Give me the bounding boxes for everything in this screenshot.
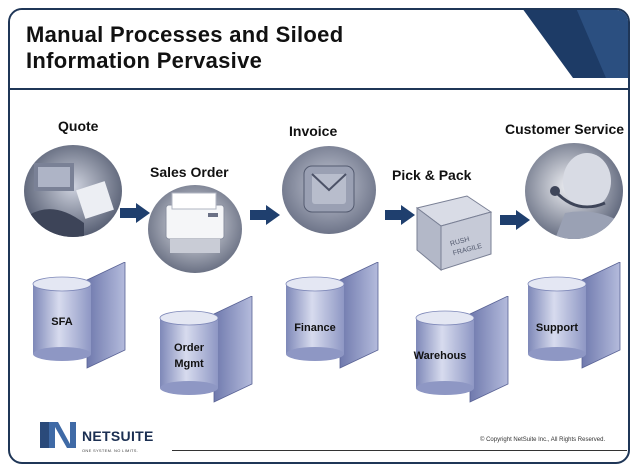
slide-title: Manual Processes and Siloed Information …	[26, 22, 343, 74]
step-label-pick-and-pack: Pick & Pack	[392, 167, 472, 183]
slide-title-line-1: Manual Processes and Siloed	[26, 22, 344, 47]
svg-text:RUSH: RUSH	[449, 236, 470, 248]
arrow-right-icon	[500, 210, 530, 230]
slide-title-line-2: Information Pervasive	[26, 48, 263, 73]
finance-database-icon	[285, 262, 379, 369]
step-label-invoice: Invoice	[289, 123, 338, 139]
sales-order-photo	[148, 185, 242, 273]
step-label-customer-service: Customer Service	[505, 121, 625, 137]
sfa-database-icon	[32, 262, 126, 369]
arrow-right-icon	[385, 205, 415, 225]
arrow-right-icon	[250, 205, 280, 225]
slide-frame	[8, 8, 630, 464]
pick-and-pack-photo: RUSH FRAGILE	[411, 190, 497, 274]
step-label-quote: Quote	[58, 118, 99, 134]
netsuite-brand-text: NETSUITE	[82, 428, 154, 444]
support-database-icon	[527, 262, 621, 369]
netsuite-mark-icon	[40, 422, 76, 448]
title-divider	[10, 88, 628, 90]
footer-divider	[172, 450, 627, 451]
netsuite-tagline: ONE SYSTEM. NO LIMITS.	[82, 448, 139, 453]
finance-database-label: Finance	[294, 322, 336, 334]
step-label-sales-order: Sales Order	[150, 164, 229, 180]
arrow-right-icon	[120, 203, 150, 223]
order-mgmt-database-label: Order Mgmt	[174, 342, 204, 370]
warehouse-database-icon	[415, 296, 509, 403]
netsuite-logo: NETSUITE ONE SYSTEM. NO LIMITS.	[38, 420, 168, 465]
customer-service-photo	[525, 143, 623, 239]
copyright-text: © Copyright NetSuite Inc., All Rights Re…	[480, 437, 606, 443]
title-bar	[10, 10, 628, 88]
order-mgmt-database-icon	[159, 296, 253, 403]
warehouse-database-label: Warehous	[413, 350, 467, 362]
sfa-database-label: SFA	[51, 316, 73, 328]
invoice-photo	[282, 146, 376, 234]
quote-photo	[24, 145, 122, 237]
support-database-label: Support	[535, 322, 579, 334]
